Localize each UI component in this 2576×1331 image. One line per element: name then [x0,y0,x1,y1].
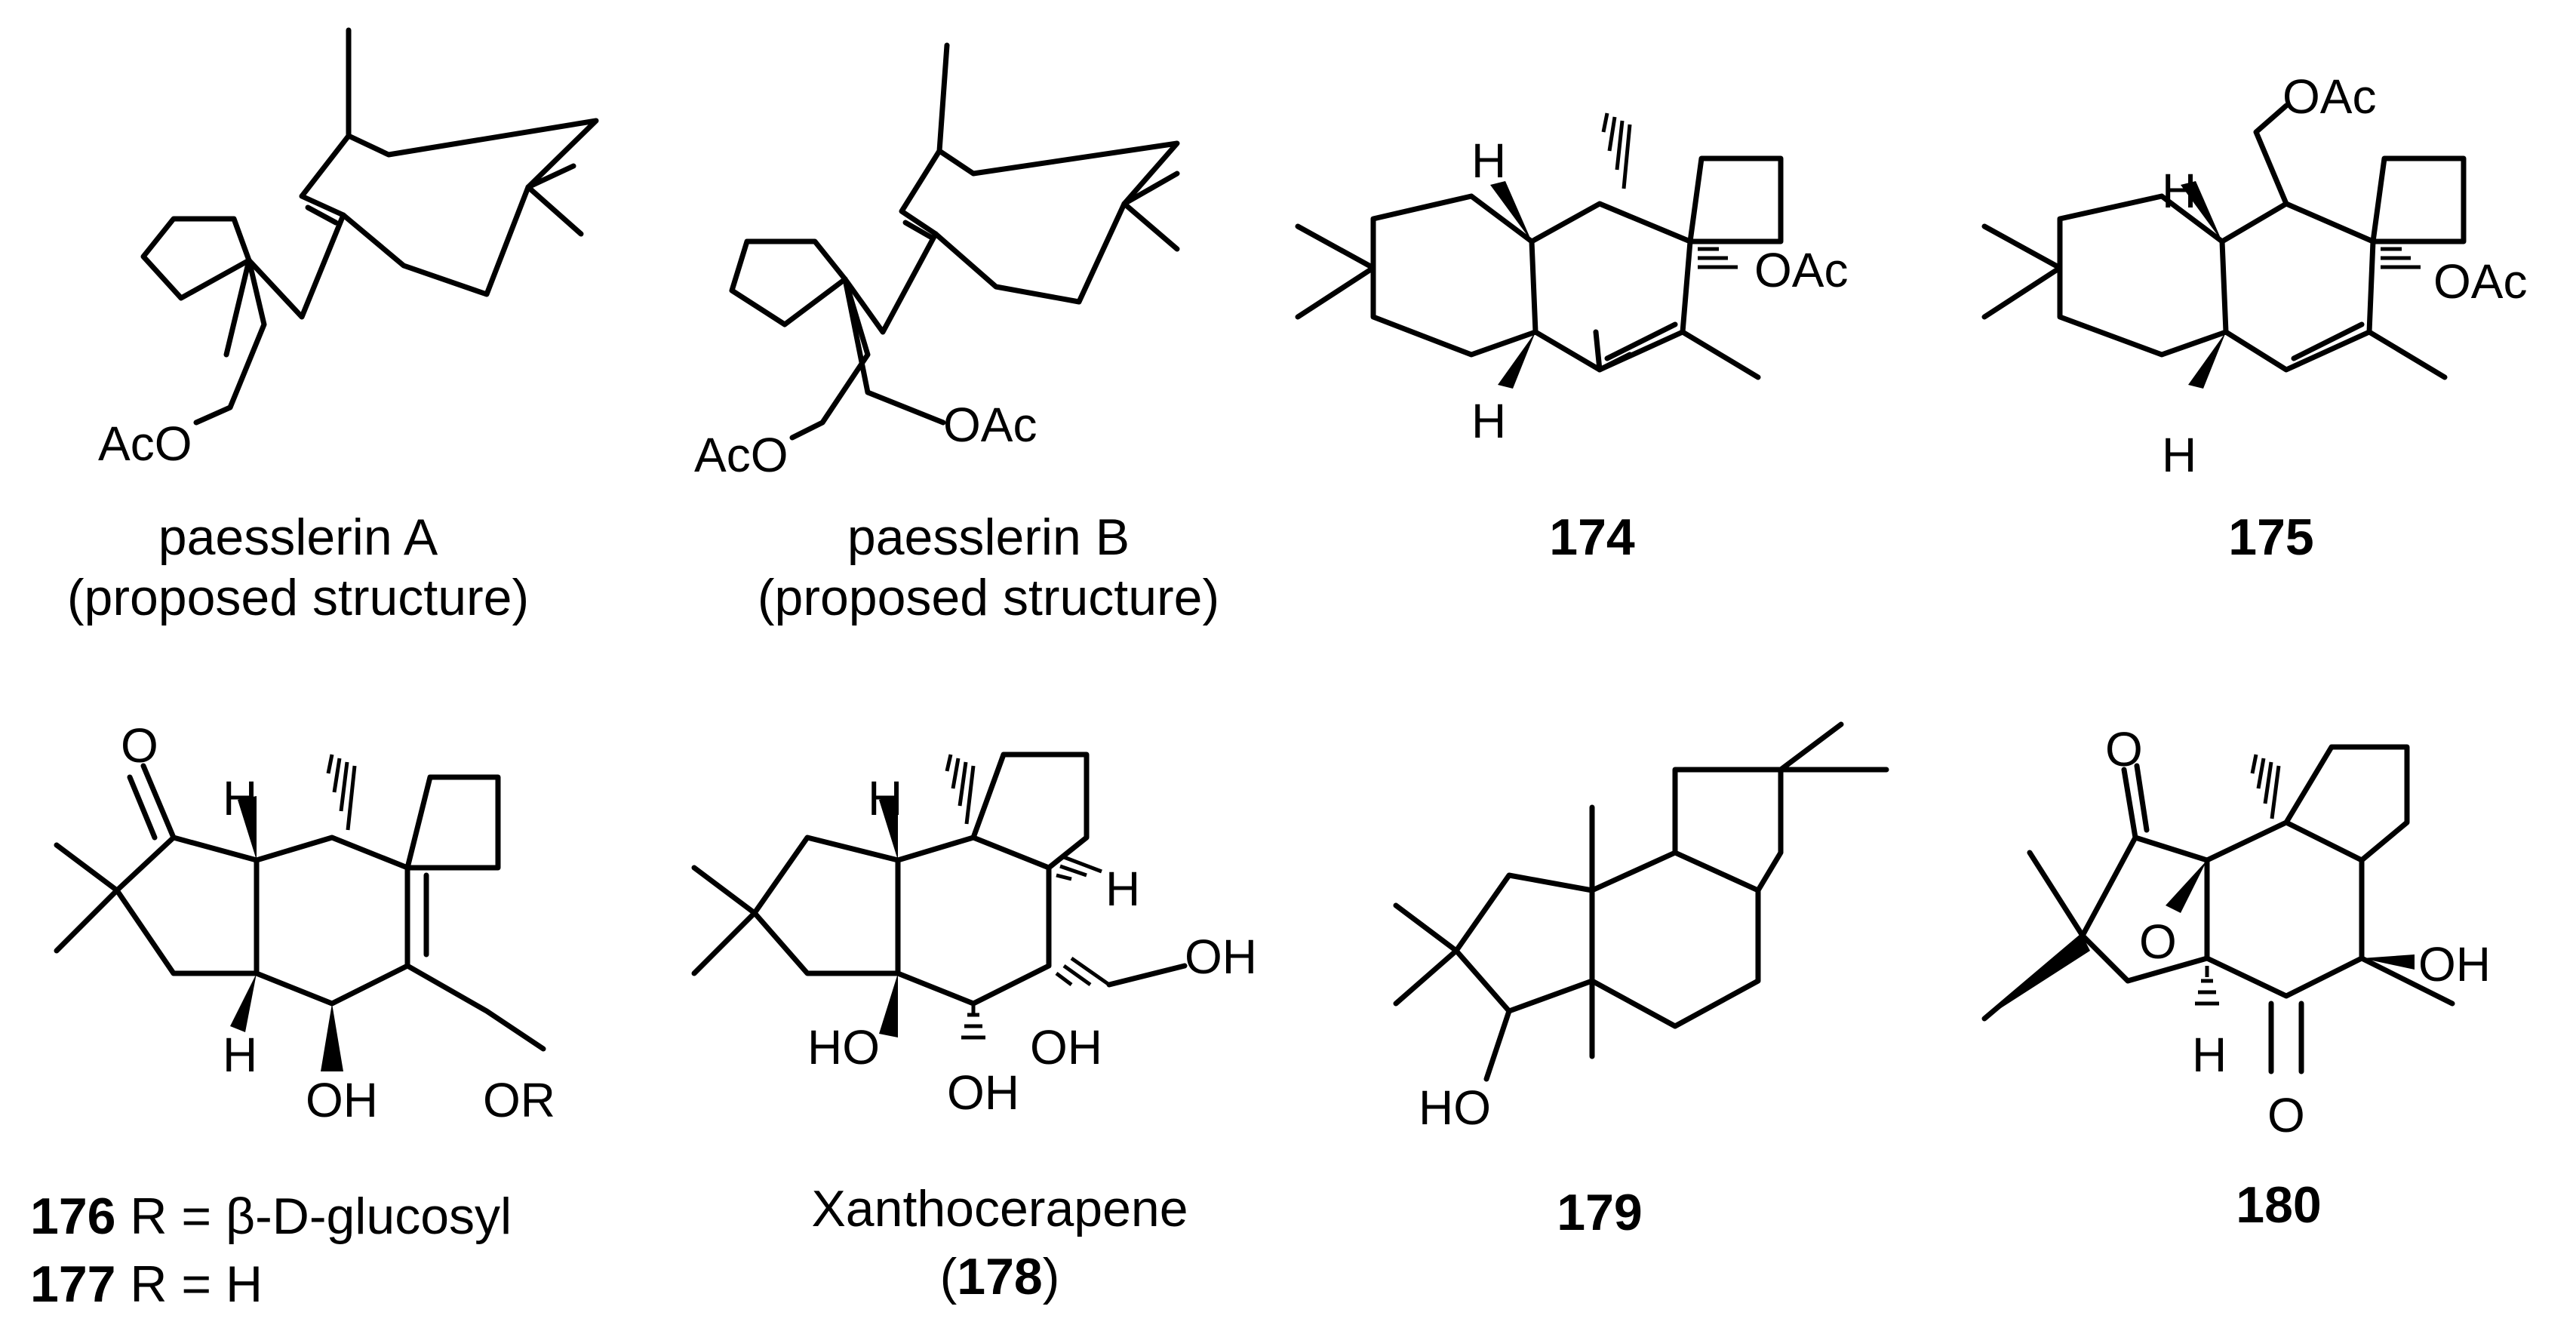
c176-caption: 176 R = β-D-glucosyl [30,1188,512,1245]
c180-o-carbonyl-label: O [2105,722,2143,776]
c177-caption: 177 R = H [30,1256,263,1313]
paesslerin-a-note: (proposed structure) [67,569,529,626]
c176-h-top-label: H [223,771,257,825]
c175-oac-label: OAc [2433,254,2527,309]
c177-substituent: R = H [115,1256,263,1313]
c174-h-top-label: H [1471,134,1506,188]
c176-h-bottom-label: H [223,1028,257,1082]
c180-oh-label: OH [2418,937,2491,991]
c180-o-ring-label: O [2139,914,2177,969]
c176-oh-label: OH [306,1073,378,1127]
c180-h-label: H [2192,1028,2227,1082]
paesslerin-b-aco-label: AcO [694,428,788,482]
c176-substituent: R = β-D-glucosyl [115,1188,512,1245]
c178-name: Xanthocerapene [811,1180,1188,1237]
c178-h-top-label: H [868,771,902,825]
c178-caption: (178) [940,1248,1060,1305]
structure-179: HO [1393,721,1889,1135]
c180-o-ketone-label: O [2267,1088,2305,1142]
structure-paesslerin-b: AcO OAc [694,42,1180,482]
c178-paren-close: ) [1043,1248,1060,1305]
c176-or-label: OR [483,1073,555,1127]
c175-oac-top-label: OAc [2282,69,2376,124]
c180-number: 180 [2236,1176,2321,1234]
structure-176-177: O H H OH OR [54,718,555,1127]
structure-paesslerin-a: AcO [98,27,599,471]
paesslerin-b-note: (proposed structure) [758,569,1219,626]
c179-number: 179 [1557,1184,1642,1241]
paesslerin-b-oac-label: OAc [943,398,1037,452]
c178-ho-label: HO [807,1020,880,1074]
paesslerin-b-name: paesslerin B [847,509,1130,566]
c175-h-bottom-label: H [2162,428,2196,482]
c178-h-right-label: H [1105,862,1140,916]
paesslerin-a-aco-label: AcO [98,417,192,471]
c178-oh-right-label: OH [1185,930,1257,984]
structure-174: H H OAc [1295,112,1848,448]
c175-h-top-label: H [2162,164,2196,218]
c178-oh-mid-label: OH [1030,1020,1102,1074]
c177-number: 177 [30,1256,115,1313]
c174-oac-label: OAc [1754,243,1848,297]
c176-number: 176 [30,1188,115,1245]
structure-178: H H OH HO OH OH [691,752,1257,1120]
c175-number: 175 [2228,509,2313,566]
paesslerin-a-name: paesslerin A [158,509,438,566]
c176-o-label: O [121,718,158,773]
c174-number: 174 [1549,509,1635,566]
c178-oh-bottom-label: OH [947,1065,1019,1120]
c174-h-bottom-label: H [1471,394,1506,448]
c178-number: 178 [957,1248,1042,1305]
structure-180: O O OH H O [1981,722,2491,1142]
c178-paren-open: ( [940,1248,958,1305]
c179-ho-label: HO [1419,1080,1491,1135]
structure-175: OAc H H OAc [1981,69,2527,482]
